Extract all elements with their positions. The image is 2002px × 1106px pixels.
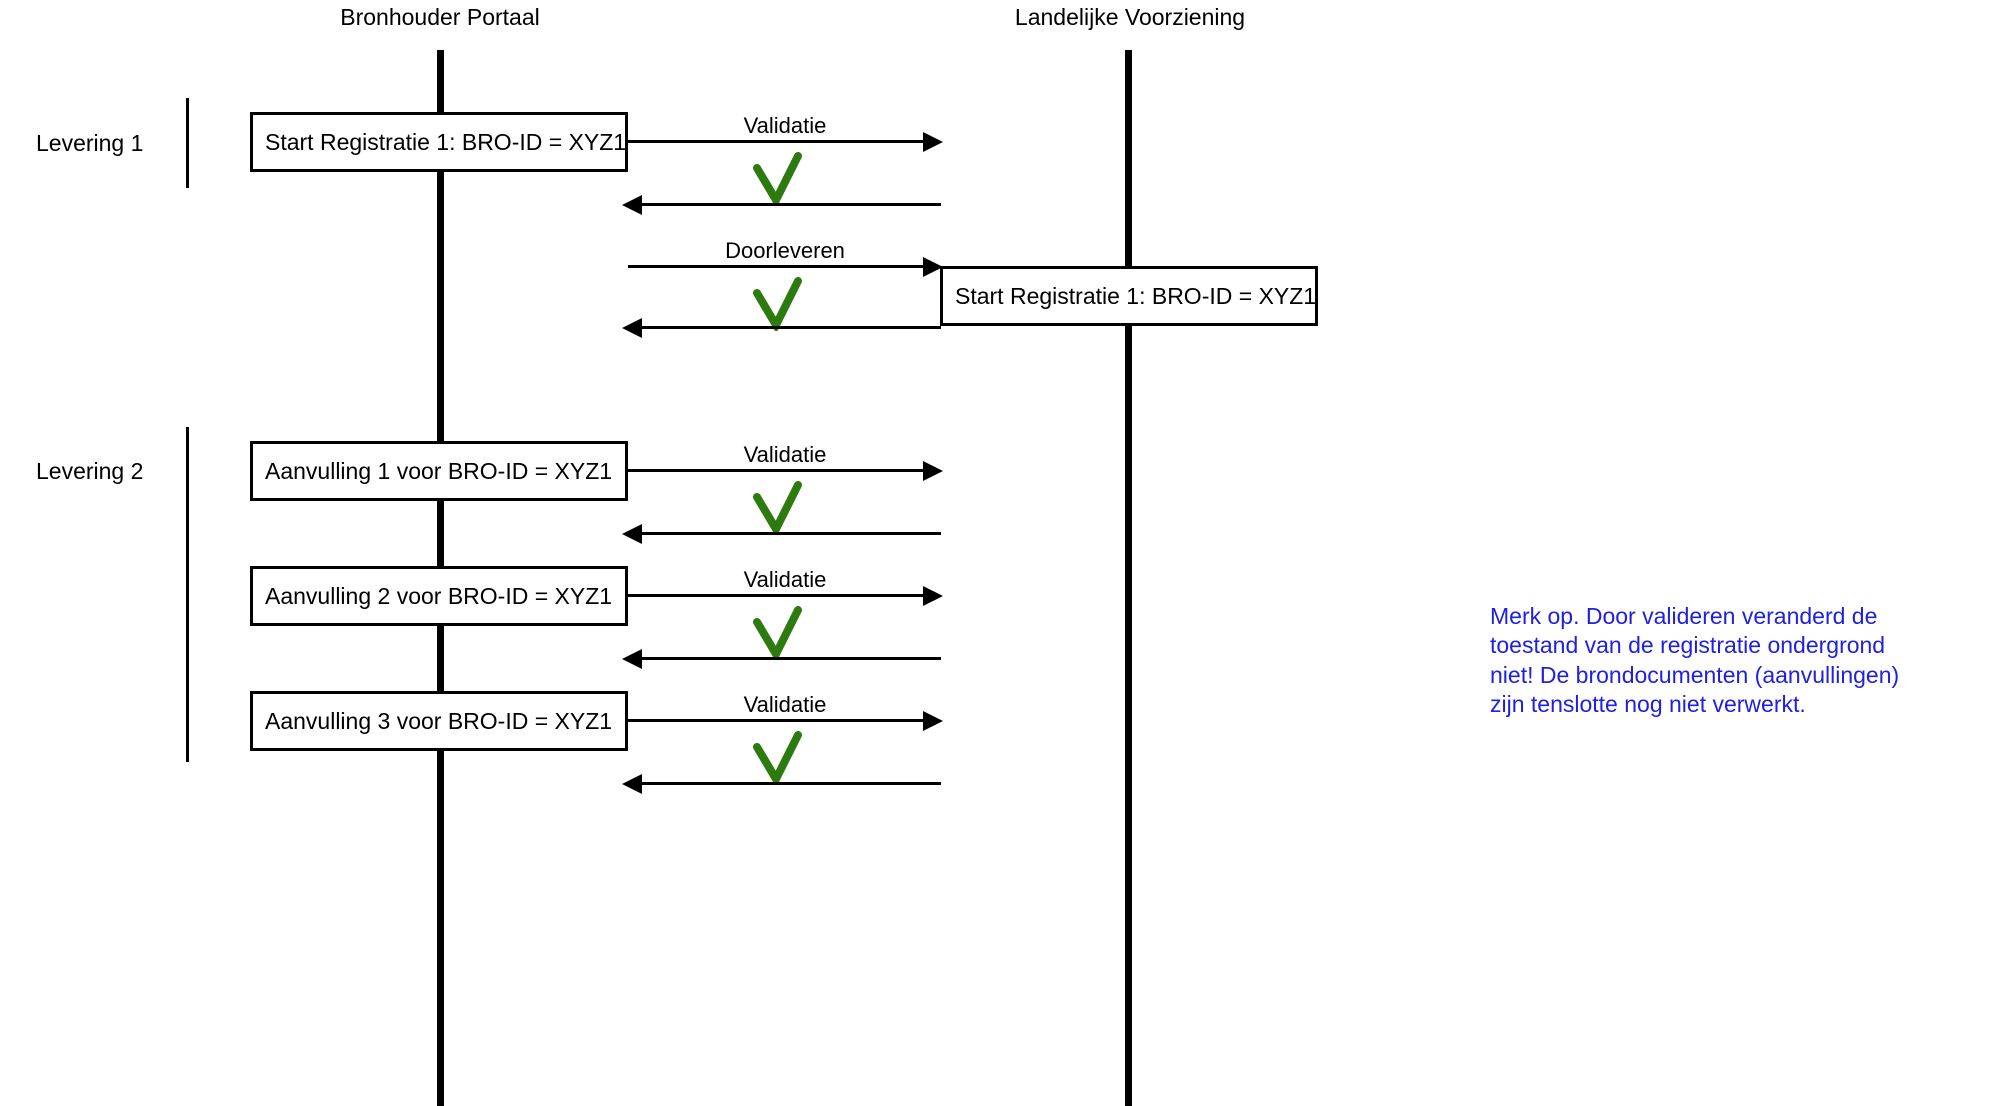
arrowhead-right-icon (923, 132, 943, 152)
arrowhead-right-icon (923, 461, 943, 481)
message-arrow-doorleveren-return (641, 326, 941, 329)
box-start-registratie-right-label: Start Registratie 1: BRO-ID = XYZ1 (955, 282, 1317, 309)
annotation-note: Merk op. Door valideren veranderd de toe… (1490, 603, 1900, 718)
arrowhead-left-icon (622, 318, 642, 338)
message-label-doorleveren: Doorleveren (725, 238, 845, 263)
message-label-validatie-2: Validatie (743, 442, 827, 467)
message-label-validatie-3: Validatie (743, 567, 827, 592)
box-aanvulling-1[interactable]: Aanvulling 1 voor BRO-ID = XYZ1 (250, 441, 628, 501)
box-aanvulling-2-label: Aanvulling 2 voor BRO-ID = XYZ1 (265, 582, 613, 609)
check-ok-icon-3 (752, 481, 804, 535)
check-ok-icon-4 (752, 606, 804, 660)
box-aanvulling-3[interactable]: Aanvulling 3 voor BRO-ID = XYZ1 (250, 691, 628, 751)
arrowhead-left-icon (622, 195, 642, 215)
check-ok-icon-2 (752, 277, 804, 331)
box-aanvulling-3-label: Aanvulling 3 voor BRO-ID = XYZ1 (265, 707, 613, 734)
group-bracket-levering-2 (186, 427, 189, 762)
lifeline-landelijke-voorziening (1125, 50, 1132, 1106)
message-arrow-validatie-3 (628, 594, 925, 597)
arrowhead-right-icon (923, 257, 943, 277)
arrowhead-right-icon (923, 586, 943, 606)
arrowhead-left-icon (622, 774, 642, 794)
arrowhead-left-icon (622, 524, 642, 544)
message-arrow-validatie-3-return (641, 657, 941, 660)
check-ok-icon-5 (752, 731, 804, 785)
box-start-registratie-left[interactable]: Start Registratie 1: BRO-ID = XYZ1 (250, 112, 628, 172)
arrowhead-left-icon (622, 649, 642, 669)
message-arrow-doorleveren (628, 265, 925, 268)
group-label-levering-1: Levering 1 (36, 130, 144, 156)
message-arrow-validatie-4 (628, 719, 925, 722)
message-label-validatie-4: Validatie (743, 692, 827, 717)
box-start-registratie-right[interactable]: Start Registratie 1: BRO-ID = XYZ1 (940, 266, 1318, 326)
group-bracket-levering-1 (186, 98, 189, 188)
actor-header-landelijke-voorziening: Landelijke Voorziening (1014, 4, 1246, 30)
message-arrow-validatie-1 (628, 140, 925, 143)
box-start-registratie-left-label: Start Registratie 1: BRO-ID = XYZ1 (265, 128, 627, 155)
actor-header-bronhouder-portaal: Bronhouder Portaal (340, 4, 540, 30)
group-label-levering-2: Levering 2 (36, 458, 144, 484)
box-aanvulling-1-label: Aanvulling 1 voor BRO-ID = XYZ1 (265, 457, 613, 484)
message-label-validatie-1: Validatie (743, 113, 827, 138)
message-arrow-validatie-2 (628, 469, 925, 472)
message-arrow-validatie-4-return (641, 782, 941, 785)
arrowhead-right-icon (923, 711, 943, 731)
check-ok-icon-1 (752, 152, 804, 206)
message-arrow-validatie-1-return (641, 203, 941, 206)
message-arrow-validatie-2-return (641, 532, 941, 535)
box-aanvulling-2[interactable]: Aanvulling 2 voor BRO-ID = XYZ1 (250, 566, 628, 626)
